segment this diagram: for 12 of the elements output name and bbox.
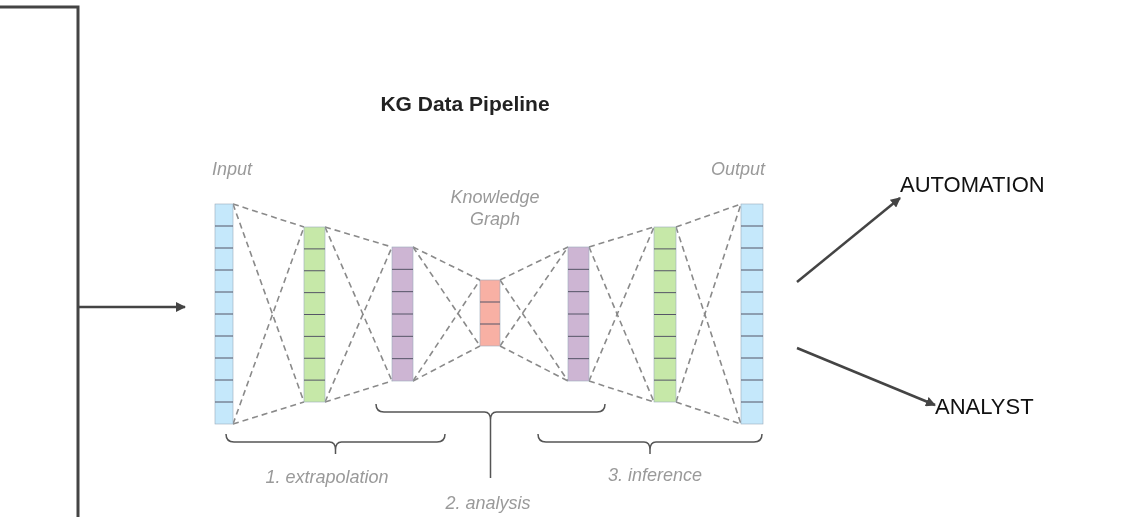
layer-label: Output <box>709 158 765 180</box>
layer-label: Input <box>212 158 254 180</box>
layer-label: 3. inference <box>606 464 704 486</box>
arrow <box>796 197 901 283</box>
output-label: ANALYST <box>935 388 1085 424</box>
layer-label: 2. analysis <box>444 492 532 514</box>
output-label: AUTOMATION <box>900 166 1120 202</box>
title: KG Data Pipeline <box>379 91 551 117</box>
arrow <box>78 302 186 312</box>
arrow <box>796 346 936 407</box>
layer-label: 1. extrapolation <box>264 466 390 488</box>
layer-label: Knowledge Graph <box>449 186 541 230</box>
